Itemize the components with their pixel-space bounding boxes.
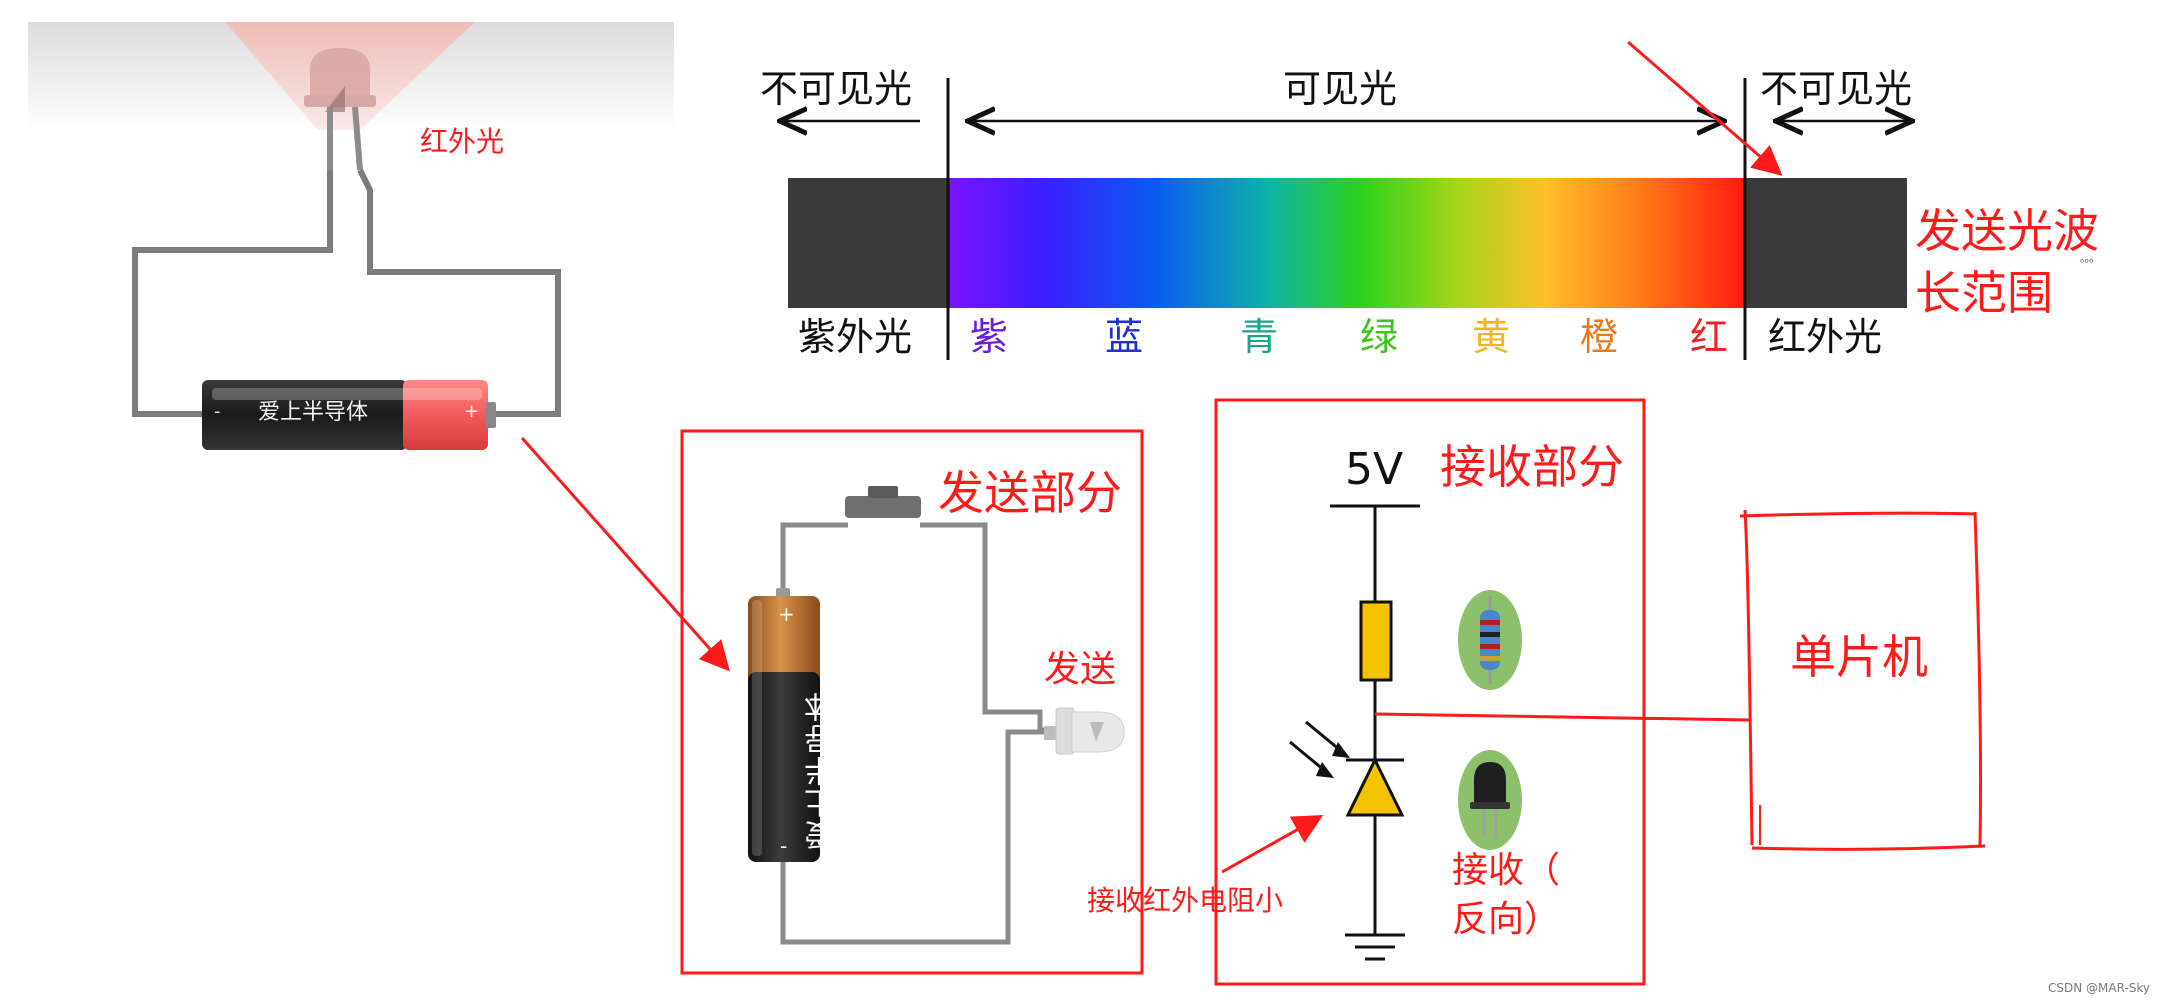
ir-note: 接收红外电阻小 — [1087, 884, 1284, 917]
spectrum-diagram: ᵒᵒᵒ — [782, 40, 2094, 360]
spectrum-band-label: 青 — [1240, 315, 1279, 359]
top-led-icon — [304, 48, 376, 171]
top-wire-left — [132, 170, 333, 417]
send-battery-label: 爱上半导体 — [805, 690, 840, 850]
light-arrows-icon — [1289, 720, 1350, 778]
spectrum-band-label: 红 — [1690, 315, 1729, 359]
send-battery-icon — [748, 588, 820, 862]
send-battery-minus: - — [780, 834, 788, 858]
note-line2: 长范围 — [1915, 266, 2053, 320]
label-visible: 可见光 — [1283, 67, 1398, 111]
ground-symbol — [1345, 933, 1405, 961]
send-wire-top-right — [920, 522, 1048, 733]
ir-region — [1745, 178, 1907, 308]
watermark: CSDN @MAR-Sky — [2048, 981, 2151, 995]
receive-part-box — [1214, 398, 1646, 986]
send-led-label: 发送 — [1044, 649, 1117, 690]
label-invisible-right: 不可见光 — [1760, 67, 1913, 111]
red-arrow-diode — [1221, 815, 1324, 874]
top-circuit — [28, 22, 674, 450]
note-decoration: ᵒᵒᵒ — [2080, 256, 2094, 269]
spectrum-band-label: 紫 — [970, 315, 1009, 359]
red-arrow-spectrum — [1627, 40, 1783, 176]
push-switch-icon — [845, 486, 921, 518]
spectrum-band-label: 黄 — [1472, 315, 1511, 359]
mcu-label: 单片机 — [1790, 630, 1928, 684]
mcu-signal-wire — [1374, 712, 1751, 722]
send-part-box — [520, 429, 1144, 975]
top-led-label: 红外光 — [420, 125, 505, 158]
mcu-box — [1374, 509, 1986, 851]
uv-region — [788, 178, 950, 308]
receiver-label-line1: 接收（ — [1452, 850, 1561, 891]
top-battery-plus: + — [464, 401, 480, 422]
top-battery-minus: - — [214, 401, 221, 422]
resistor-photo-icon — [1458, 590, 1522, 690]
red-arrow-battery — [520, 437, 730, 672]
spectrum-band-label: 蓝 — [1105, 315, 1144, 359]
photodiode-symbol — [1345, 756, 1405, 817]
label-uv: 紫外光 — [798, 315, 913, 359]
top-wire-right — [357, 168, 561, 417]
receiver-label-line2: 反向） — [1452, 899, 1561, 940]
resistor-symbol — [1359, 600, 1393, 682]
visible-spectrum-bar — [950, 178, 1745, 308]
note-line1: 发送光波 — [1915, 204, 2099, 258]
send-battery-plus: + — [778, 602, 795, 626]
label-ir: 红外光 — [1768, 315, 1883, 359]
label-invisible-left: 不可见光 — [760, 67, 913, 111]
ir-receiver-photo-icon — [1458, 750, 1522, 850]
top-battery-label: 爱上半导体 — [258, 400, 369, 425]
top-battery-icon — [202, 380, 496, 450]
receive-part-title: 接收部分 — [1440, 440, 1624, 494]
send-led-icon — [1044, 707, 1125, 755]
send-part-title: 发送部分 — [938, 466, 1122, 520]
send-wire-top-left — [780, 522, 848, 598]
send-wire-bottom — [780, 729, 1046, 945]
spectrum-band-label: 绿 — [1360, 315, 1399, 359]
spectrum-band-label: 橙 — [1580, 315, 1619, 359]
voltage-label: 5V — [1345, 444, 1404, 495]
